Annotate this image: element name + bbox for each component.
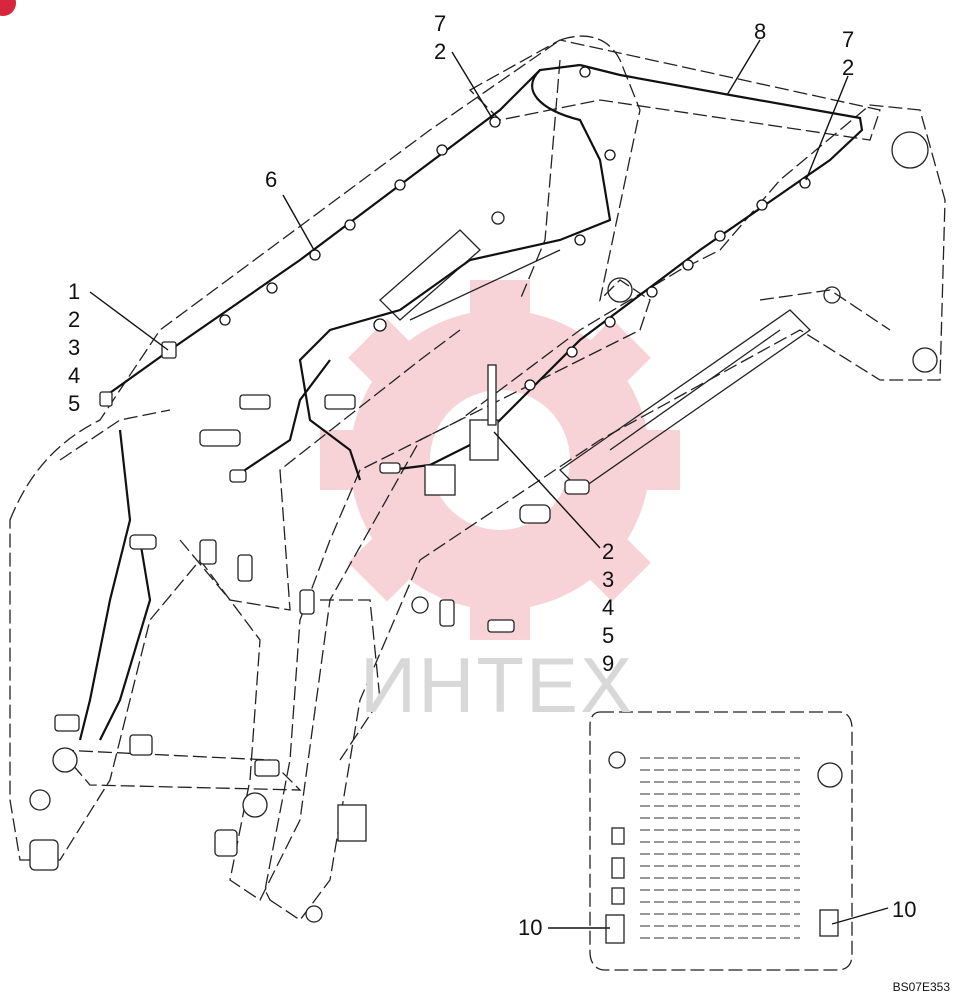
callout-label: 3 [602,567,615,592]
callout-grille-right: 10 [892,897,917,922]
callout-label: 4 [602,595,615,620]
callout-label: 5 [68,391,81,416]
callout-left-stack: 1 2 3 4 5 [68,278,80,418]
callout-top-b: 7 2 [842,26,854,82]
callout-label: 2 [602,539,615,564]
callout-label: 2 [842,55,855,80]
watermark-gear-icon [320,280,680,640]
callout-label: 2 [434,39,447,64]
callout-label: 5 [602,623,615,648]
callout-arm-harness: 6 [265,167,278,192]
watermark-text: ИНТЕХ [360,641,635,729]
grille-panel-outline [589,711,853,971]
callout-label: 2 [68,307,81,332]
callout-hose-harness: 8 [754,19,767,44]
callout-top-a: 7 2 [434,10,446,66]
callout-center-stack: 2 3 4 5 9 [602,538,614,678]
callout-label: 9 [602,651,615,676]
callout-label: 1 [68,279,81,304]
corner-badge [0,0,16,16]
callout-label: 7 [434,11,447,36]
callout-label: 4 [68,363,81,388]
callout-label: 7 [842,27,855,52]
callout-grille-left: 10 [518,915,543,940]
figure-reference: BS07E353 [892,980,950,994]
callout-label: 3 [68,335,81,360]
